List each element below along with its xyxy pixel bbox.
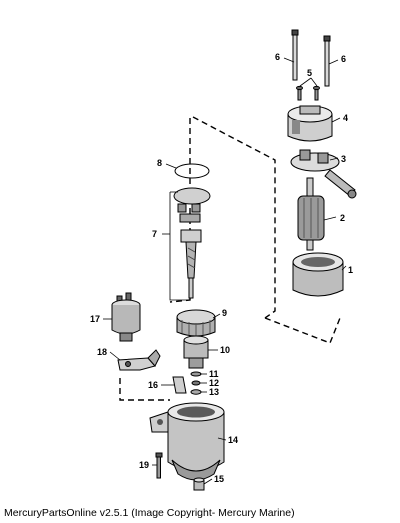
part-7-drive-components — [173, 187, 211, 299]
callout-5: 5 — [307, 68, 312, 78]
parts-11-12-13-washers — [190, 371, 202, 395]
callout-16: 16 — [148, 380, 158, 390]
callout-15: 15 — [214, 474, 224, 484]
part-2-armature — [297, 177, 325, 251]
part-3-brush-plate — [290, 149, 357, 199]
part-4-end-cap — [287, 105, 333, 142]
callout-7: 7 — [152, 229, 157, 239]
callout-6-right: 6 — [341, 54, 346, 64]
part-19-bolt — [155, 452, 163, 479]
part-6-through-bolts — [291, 29, 331, 87]
part-10-drive-clutch — [183, 335, 209, 369]
part-1-frame — [292, 252, 344, 297]
part-8-o-ring — [174, 163, 210, 179]
part-9-pinion-gear — [176, 309, 216, 337]
callout-4: 4 — [343, 113, 348, 123]
callout-8: 8 — [157, 158, 162, 168]
callout-13: 13 — [209, 387, 219, 397]
callout-10: 10 — [220, 345, 230, 355]
callout-19: 19 — [139, 460, 149, 470]
callout-17: 17 — [90, 314, 100, 324]
callout-2: 2 — [340, 213, 345, 223]
callout-14: 14 — [228, 435, 238, 445]
callout-12: 12 — [209, 378, 219, 388]
assembly-guide-lines — [119, 116, 341, 401]
leader-lines — [103, 57, 347, 485]
part-14-drive-housing — [149, 402, 225, 481]
part-5-screws — [296, 85, 320, 101]
part-18-bracket — [117, 349, 161, 371]
copyright-text: MercuryPartsOnline v2.5.1 (Image Copyrig… — [4, 507, 295, 519]
callout-6-left: 6 — [275, 52, 280, 62]
callout-1: 1 — [348, 265, 353, 275]
part-16-shift-lever — [172, 376, 187, 394]
part-17-solenoid — [111, 292, 141, 342]
part-15-bushing — [193, 477, 205, 491]
callout-9: 9 — [222, 308, 227, 318]
callout-18: 18 — [97, 347, 107, 357]
callout-numbers: 1 2 3 4 5 6 6 7 8 9 10 11 12 13 14 15 16… — [90, 52, 353, 484]
callout-3: 3 — [341, 154, 346, 164]
callout-11: 11 — [209, 369, 219, 379]
